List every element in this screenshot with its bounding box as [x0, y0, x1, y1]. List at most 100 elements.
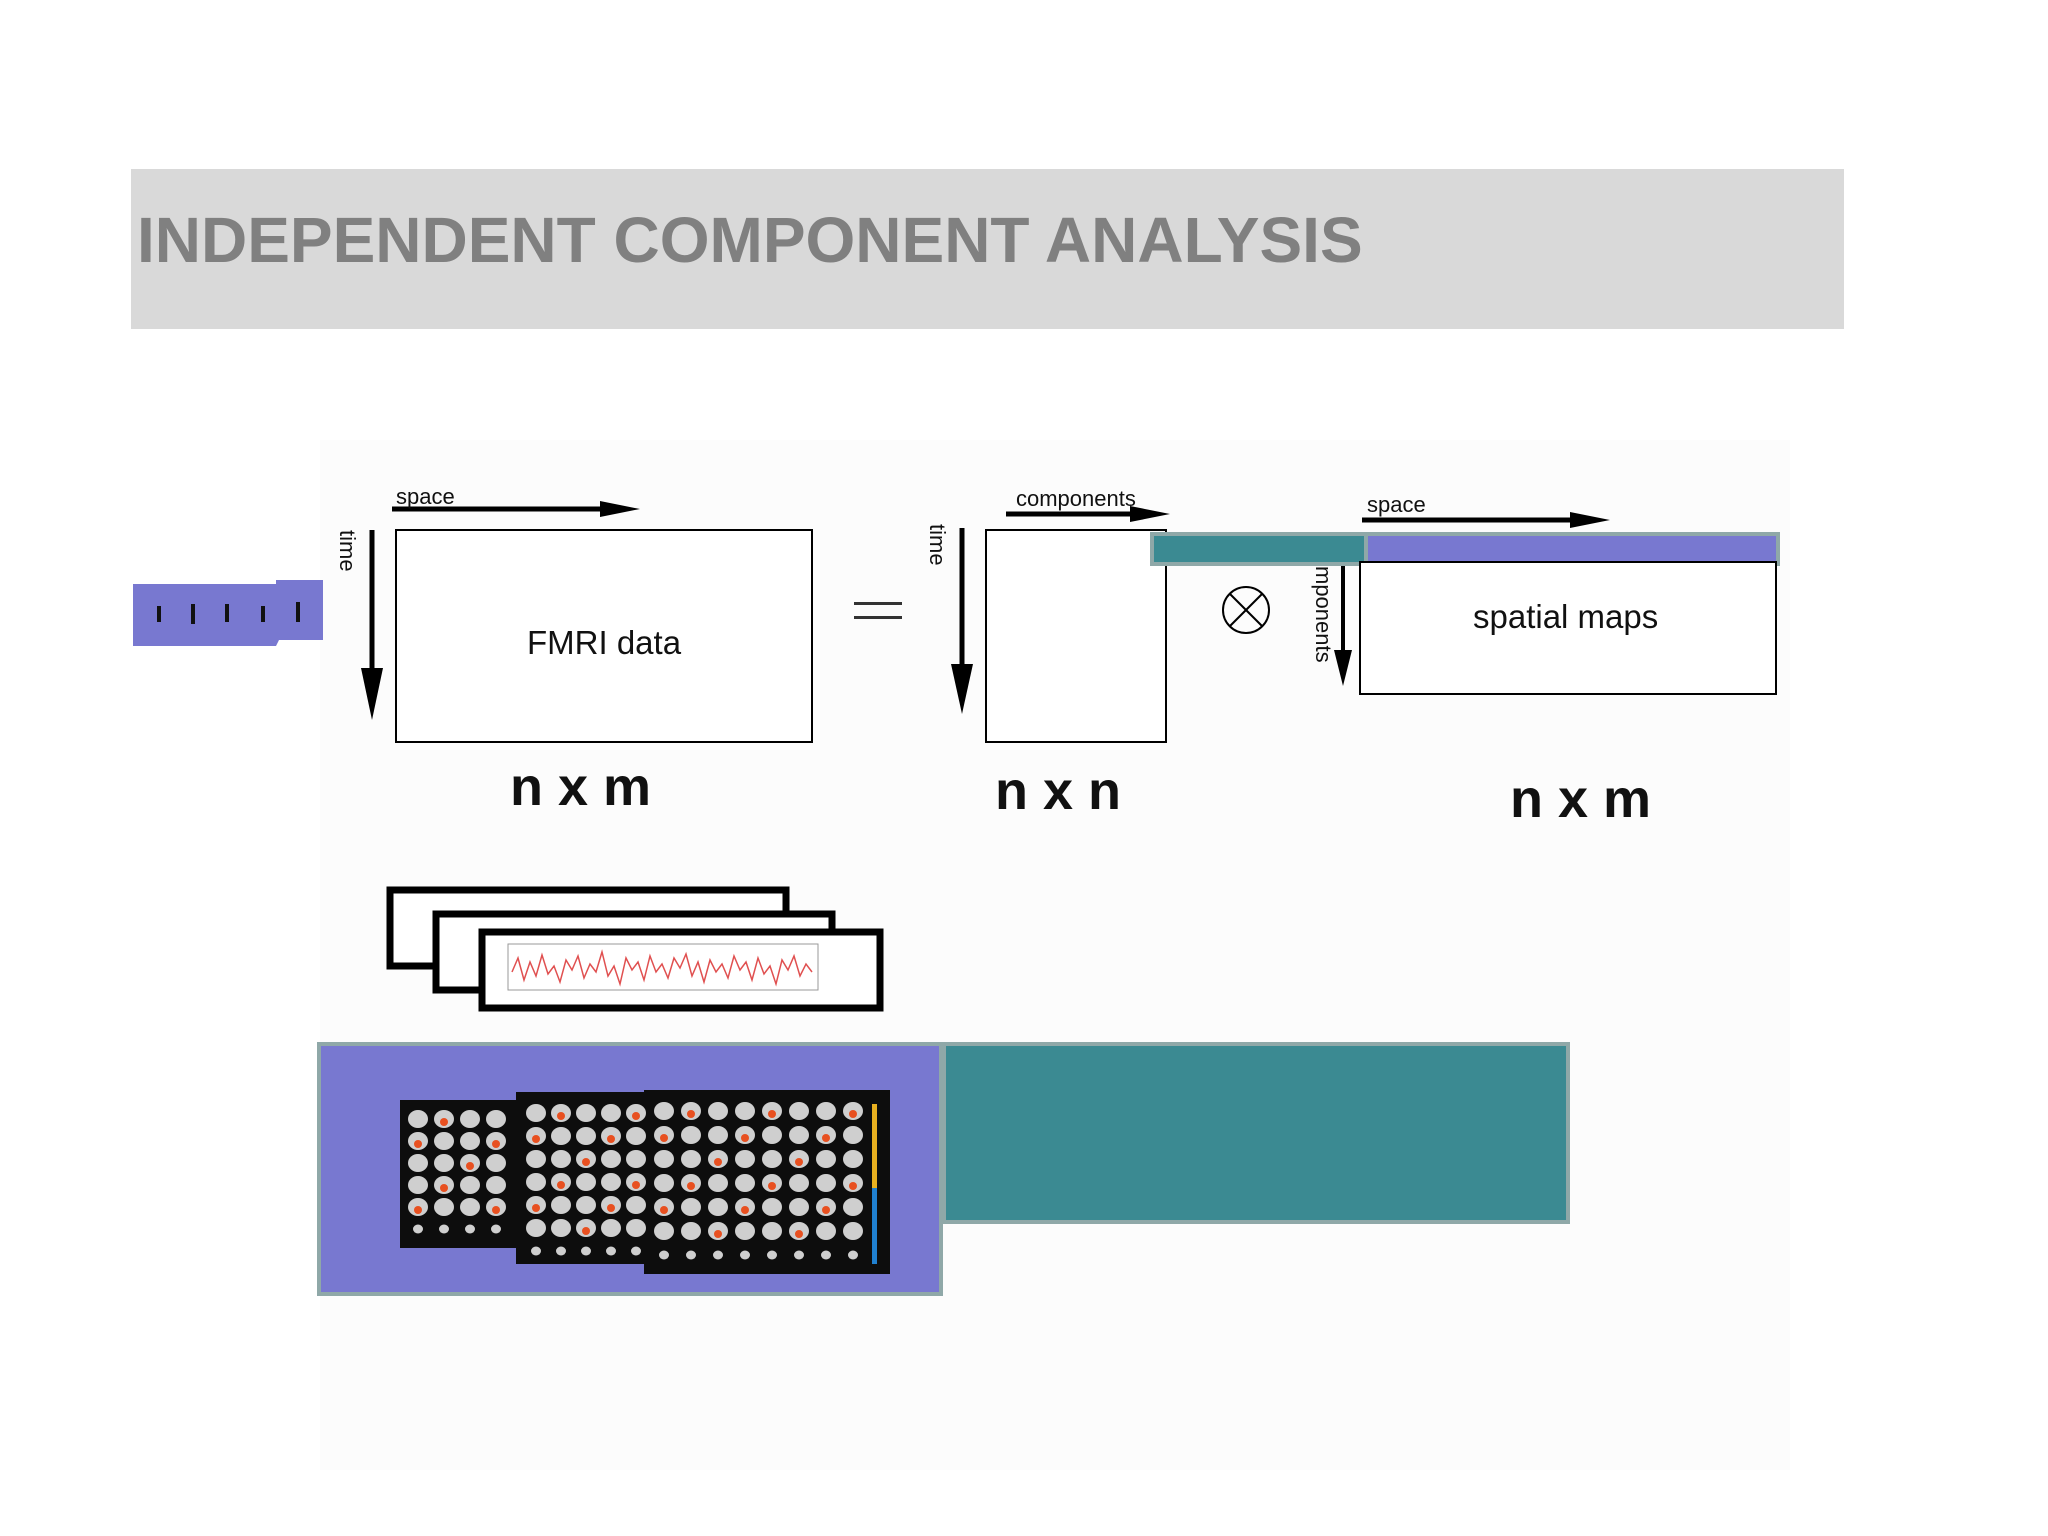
activation-blob: [741, 1206, 749, 1214]
activation-blob: [849, 1182, 857, 1190]
brain-slice: [551, 1219, 571, 1237]
brain-slice: [659, 1251, 669, 1260]
brain-slice: [708, 1198, 728, 1216]
activation-blob: [714, 1158, 722, 1166]
activation-blob: [714, 1230, 722, 1238]
activation-blob: [557, 1181, 565, 1189]
brain-slice: [601, 1219, 621, 1237]
brain-slice: [708, 1174, 728, 1192]
brain-slice: [789, 1126, 809, 1144]
brain-slice: [551, 1150, 571, 1168]
brain-slice: [434, 1198, 454, 1216]
brain-slice: [626, 1219, 646, 1237]
maps-components-label: mponents: [1310, 566, 1336, 663]
purple-highlight-bar: [1366, 534, 1778, 564]
brain-slice: [413, 1225, 423, 1234]
activation-blob: [632, 1181, 640, 1189]
brain-slice: [735, 1174, 755, 1192]
brain-slice: [762, 1222, 782, 1240]
brain-slice: [681, 1150, 701, 1168]
activation-blob: [741, 1134, 749, 1142]
activation-blob: [795, 1230, 803, 1238]
brain-slice: [816, 1102, 836, 1120]
brain-slice: [576, 1173, 596, 1191]
mixing-matrix-block: [951, 506, 1170, 742]
activation-blob: [607, 1204, 615, 1212]
brain-slice: [626, 1150, 646, 1168]
brain-slice: [631, 1247, 641, 1256]
brain-slice: [740, 1251, 750, 1260]
activation-blob: [582, 1158, 590, 1166]
activation-blob: [687, 1110, 695, 1118]
activation-blob: [582, 1227, 590, 1235]
brain-slice: [843, 1126, 863, 1144]
brain-slice: [654, 1174, 674, 1192]
brain-slice: [762, 1198, 782, 1216]
fmri-time-label: time: [334, 530, 360, 572]
brain-slice: [439, 1225, 449, 1234]
activation-blob: [660, 1206, 668, 1214]
brain-slice: [708, 1102, 728, 1120]
brain-slice: [551, 1196, 571, 1214]
brain-slice: [531, 1247, 541, 1256]
brain-slice: [460, 1198, 480, 1216]
brain-slice: [526, 1150, 546, 1168]
fmri-dims-label: n x m: [510, 756, 651, 818]
brain-slice: [526, 1219, 546, 1237]
brain-slice: [681, 1126, 701, 1144]
brain-slice: [601, 1150, 621, 1168]
activation-blob: [414, 1140, 422, 1148]
teal-panel: [944, 1044, 1568, 1222]
activation-blob: [492, 1206, 500, 1214]
brain-slice: [735, 1102, 755, 1120]
brain-slice: [735, 1150, 755, 1168]
brain-slice: [816, 1174, 836, 1192]
brain-slice: [601, 1173, 621, 1191]
brain-slice: [735, 1222, 755, 1240]
brain-slice: [794, 1251, 804, 1260]
timecourse-plots-stack: [390, 890, 880, 1008]
brain-slice: [581, 1247, 591, 1256]
brain-slice: [654, 1222, 674, 1240]
activation-blob: [768, 1110, 776, 1118]
brain-slice: [491, 1225, 501, 1234]
activation-blob: [557, 1112, 565, 1120]
brain-slice: [408, 1110, 428, 1128]
brain-slice: [686, 1251, 696, 1260]
maps-space-label: space: [1367, 492, 1426, 518]
activation-blob: [440, 1184, 448, 1192]
mixing-dims-label: n x n: [995, 760, 1121, 822]
brain-slice: [713, 1251, 723, 1260]
brain-slice: [465, 1225, 475, 1234]
brain-slice: [606, 1247, 616, 1256]
brain-slice: [434, 1154, 454, 1172]
colorbar-warm: [872, 1104, 877, 1188]
brain-slice: [551, 1127, 571, 1145]
brain-slice: [762, 1150, 782, 1168]
brain-slice: [843, 1150, 863, 1168]
mixing-components-label: components: [1016, 486, 1136, 512]
equals-sign: [854, 602, 902, 619]
brain-slice: [789, 1102, 809, 1120]
purple-tab: [133, 580, 323, 646]
activation-blob: [632, 1112, 640, 1120]
brain-slice: [460, 1110, 480, 1128]
brain-slice: [789, 1198, 809, 1216]
activation-blob: [607, 1135, 615, 1143]
activation-blob: [414, 1206, 422, 1214]
brain-slice: [526, 1104, 546, 1122]
activation-blob: [795, 1158, 803, 1166]
brain-slice: [626, 1196, 646, 1214]
brain-slice: [654, 1102, 674, 1120]
activation-blob: [492, 1140, 500, 1148]
activation-blob: [532, 1204, 540, 1212]
activation-blob: [532, 1135, 540, 1143]
brain-slice: [601, 1104, 621, 1122]
activation-blob: [822, 1134, 830, 1142]
activation-blob: [849, 1110, 857, 1118]
brain-slice: [789, 1174, 809, 1192]
brain-slice: [434, 1132, 454, 1150]
brain-slice: [654, 1150, 674, 1168]
activation-blob: [687, 1182, 695, 1190]
mixing-time-label: time: [924, 524, 950, 566]
